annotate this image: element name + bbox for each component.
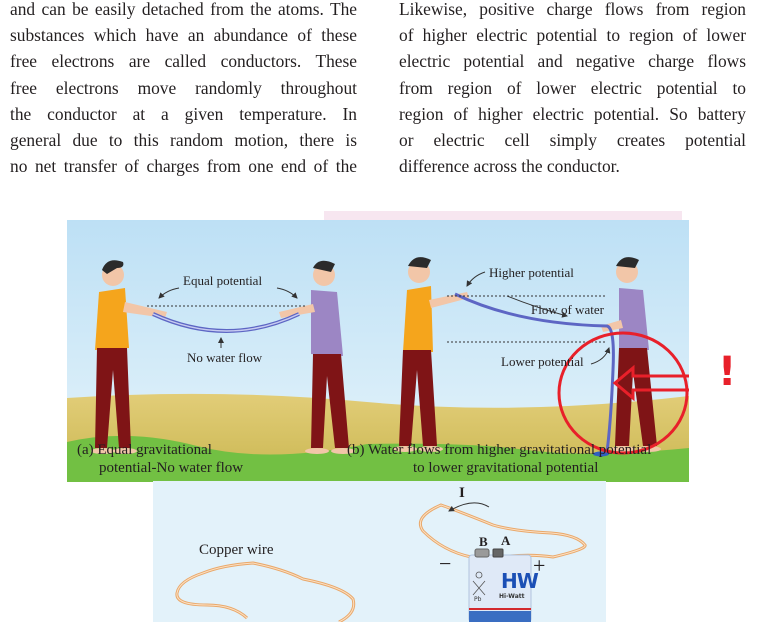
label-flow-of-water: Flow of water xyxy=(531,302,604,317)
label-current: I xyxy=(459,485,465,501)
arrow-icon xyxy=(466,271,486,287)
label-terminal-a: A xyxy=(501,533,511,548)
label-terminal-b: B xyxy=(479,534,488,549)
arrow-left-icon xyxy=(612,364,689,402)
label-lower-potential: Lower potential xyxy=(501,354,584,369)
exclamation-mark: ! xyxy=(718,349,737,395)
red-annotation xyxy=(557,331,689,455)
text-line: and can be easily detached from the atom… xyxy=(10,0,357,19)
text-line: no net transfer of charges from one end … xyxy=(10,156,357,177)
caption-a-line1: (a) Equal gravitational xyxy=(77,442,212,458)
arrow-icon xyxy=(276,287,298,299)
plus-sign: + xyxy=(533,553,546,578)
grass xyxy=(67,435,689,482)
battery-pb-label: Pb xyxy=(474,596,482,603)
circuit-figure: Copper wire I B A − + HW Hi-Watt Pb xyxy=(153,481,606,622)
water-potential-figure: Equal potential No water flow Higher pot… xyxy=(67,220,689,482)
arrow-icon xyxy=(158,287,180,299)
text-line: electric potential and negative charge f… xyxy=(399,51,746,72)
text-line: free electrons move randomly throughout xyxy=(10,77,357,98)
copper-wire-loose xyxy=(175,561,356,622)
text-line: region of higher electric potential. So … xyxy=(399,103,746,124)
text-line: free electrons are called conductors. Th… xyxy=(10,51,357,72)
recycle-bin-icon xyxy=(472,580,486,596)
label-equal-potential: Equal potential xyxy=(183,273,263,288)
caption-b-line2: to lower gravitational potential xyxy=(413,460,599,476)
text-line: or electric cell simply creates potentia… xyxy=(399,129,746,150)
water-puddle xyxy=(593,451,609,457)
battery xyxy=(468,548,532,622)
arrow-icon xyxy=(506,295,568,318)
text-line: difference across the conductor. xyxy=(399,156,620,177)
label-no-water-flow: No water flow xyxy=(187,350,263,365)
right-text-column: Likewise, positive charge flows from reg… xyxy=(399,0,746,179)
text-line: substances which have an abundance of th… xyxy=(10,25,357,46)
person-left-b xyxy=(393,257,469,452)
terminal-a xyxy=(492,548,504,558)
text-line: of higher electric potential to region o… xyxy=(399,25,746,46)
circuit-illustration xyxy=(175,502,587,622)
pipe-b xyxy=(454,292,615,453)
arrow-icon xyxy=(590,347,611,365)
text-line: Likewise, positive charge flows from reg… xyxy=(399,0,746,19)
battery-brand: HW xyxy=(501,569,539,593)
water-potential-illustration xyxy=(67,220,689,482)
minus-sign: − xyxy=(439,551,452,576)
battery-subtext: Hi-Watt xyxy=(499,593,525,600)
text-line: the conductor at a given temperature. In xyxy=(10,103,357,124)
current-arrow-icon xyxy=(448,502,490,512)
text-line: from region of lower electric potential … xyxy=(399,77,746,98)
caption-a-line2: potential-No water flow xyxy=(99,460,244,476)
caption-b-line1: (b) Water flows from higher gravitationa… xyxy=(347,442,652,458)
person-right-a xyxy=(279,260,355,454)
terminal-b xyxy=(474,548,490,558)
left-text-column: and can be easily detached from the atom… xyxy=(10,0,357,179)
label-higher-potential: Higher potential xyxy=(489,265,574,280)
highlight-circle xyxy=(557,331,689,455)
text-line: general due to this random motion, there… xyxy=(10,129,357,150)
label-copper-wire: Copper wire xyxy=(199,542,274,558)
battery-symbol-icon xyxy=(475,571,483,579)
